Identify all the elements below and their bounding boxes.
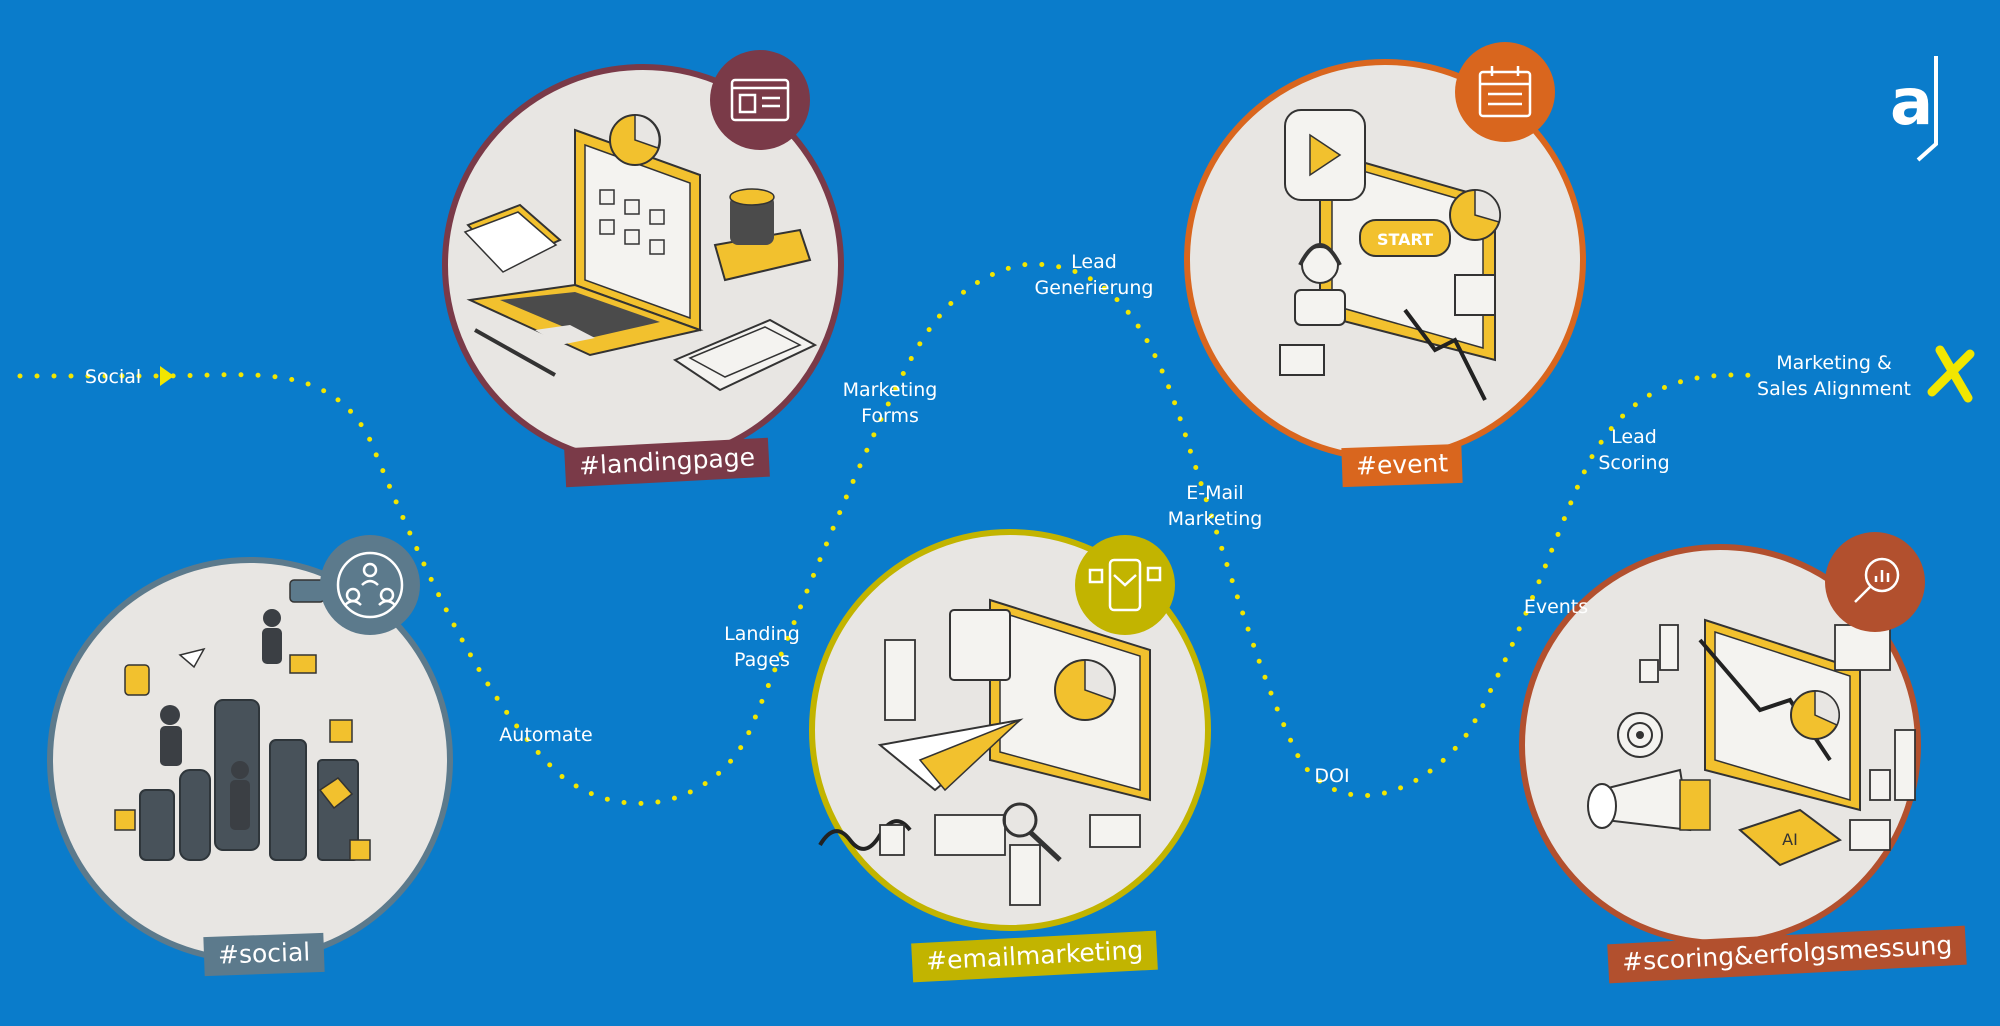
social-scene [47, 535, 453, 963]
hashtag-event: #event [1341, 443, 1463, 488]
play-marker-icon [160, 366, 174, 386]
laptop-illustration [466, 128, 704, 357]
profile-card-icon [710, 50, 810, 150]
notepad [463, 203, 562, 273]
hashtag-social: #social [203, 932, 325, 977]
coffee-cup [713, 188, 812, 282]
scoring-scene: AI [1519, 532, 1925, 946]
label-lead-scoring: Lead Scoring [1598, 426, 1670, 474]
finish-x-icon [1927, 345, 1975, 403]
svg-text:START: START [1377, 230, 1433, 249]
label-marketing-forms: Marketing Forms [842, 379, 938, 427]
emailmarketing-scene [809, 529, 1211, 931]
video-bubble [1284, 109, 1366, 201]
ai-chip: AI [1738, 808, 1842, 867]
target [1617, 712, 1663, 758]
label-doi: DOI [1314, 765, 1350, 787]
brand-logo: a [1888, 52, 1958, 162]
label-social: Social [84, 366, 142, 388]
logo-letter: a [1890, 66, 1933, 140]
phone-illustration [672, 318, 818, 392]
label-automate: Automate [499, 724, 593, 746]
landingpage-scene [442, 50, 844, 466]
monitor-illustration [949, 598, 1151, 802]
start-monitor-illustration: START [1319, 148, 1501, 362]
event-scene: START [1184, 42, 1586, 461]
label-events: Events [1523, 596, 1589, 618]
people-network-icon [320, 535, 420, 635]
label-landing-pages: Landing Pages [724, 623, 800, 671]
megaphone [1587, 768, 1711, 832]
label-lead-generierung: Lead Generierung [1034, 251, 1154, 299]
svg-text:AI: AI [1782, 830, 1798, 849]
calendar-icon [1455, 42, 1555, 142]
analytics-monitor-illustration [1698, 618, 1861, 812]
label-marketing-sales-alignment: Marketing & Sales Alignment [1757, 352, 1911, 400]
label-email-marketing: E-Mail Marketing [1167, 482, 1263, 530]
paper-plane [877, 718, 1024, 792]
